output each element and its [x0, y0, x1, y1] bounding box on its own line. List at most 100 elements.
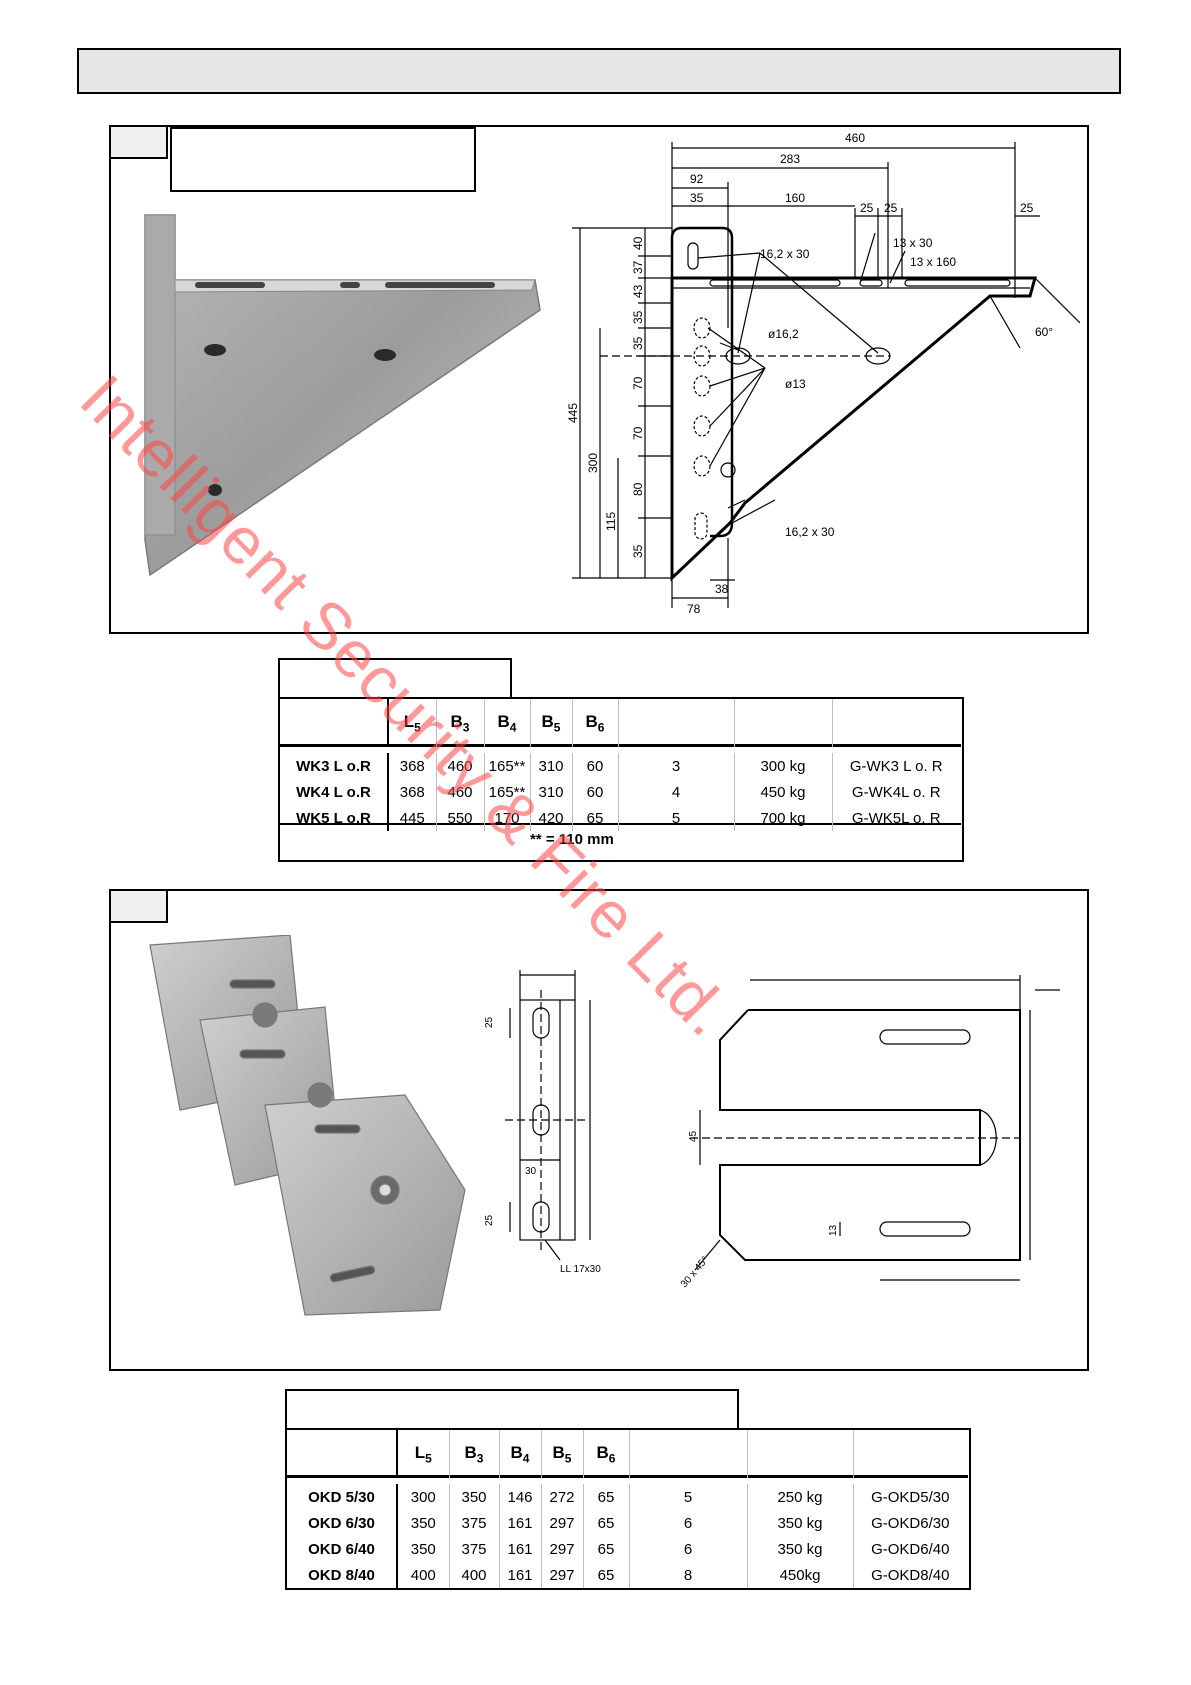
cell-b6: 65	[582, 1510, 629, 1536]
header-cell	[852, 1430, 967, 1478]
table-row: WK4 L o.R 368 460 165** 310 60 4 450 kg …	[280, 779, 960, 805]
seg-35-c: 35	[631, 544, 645, 558]
header-b6: B6	[582, 1430, 629, 1478]
dim-283: 283	[780, 152, 800, 166]
seg-80: 80	[631, 482, 645, 496]
header-cell	[746, 1430, 853, 1478]
cell-code: G-WK3 L o. R	[831, 753, 960, 779]
mounting-plate-side-drawing: 25 30 25 LL 17x30	[484, 970, 601, 1275]
cell-qty: 8	[628, 1562, 747, 1588]
table-row: OKD 8/40 400 400 161 297 65 8 450kg G-OK…	[287, 1562, 967, 1588]
header-l5: L5	[387, 699, 436, 747]
cell-model: OKD 6/40	[287, 1536, 398, 1562]
cell-load: 350 kg	[746, 1510, 853, 1536]
cell-qty: 6	[628, 1510, 747, 1536]
plate-dim-45: 45	[688, 1130, 699, 1142]
cell-b4: 165**	[483, 753, 530, 779]
cell-model: WK3 L o.R	[280, 753, 389, 779]
header-cell	[628, 1430, 747, 1478]
cell-b4: 161	[498, 1562, 541, 1588]
plate-dim-25-bottom: 25	[484, 1214, 495, 1226]
header-cell	[280, 699, 389, 747]
cell-load: 350 kg	[746, 1536, 853, 1562]
mounting-plate-photo	[149, 935, 466, 1316]
header-b4: B4	[498, 1430, 541, 1478]
cell-load: 300 kg	[733, 753, 832, 779]
cell-l5: 445	[387, 805, 436, 831]
mounting-plate-table-title-box	[285, 1389, 739, 1431]
cell-b6: 65	[582, 1484, 629, 1510]
cell-model: OKD 8/40	[287, 1562, 398, 1588]
cell-load: 700 kg	[733, 805, 832, 831]
cell-b3: 460	[435, 779, 484, 805]
cell-code: G-WK4L o. R	[831, 779, 960, 805]
cell-l5: 368	[387, 779, 436, 805]
cell-load: 250 kg	[746, 1484, 853, 1510]
table-row: OKD 5/30 300 350 146 272 65 5 250 kg G-O…	[287, 1484, 967, 1510]
cell-qty: 3	[617, 753, 734, 779]
mounting-plate-tag	[109, 889, 168, 923]
dim-78: 78	[687, 602, 701, 616]
cell-b6: 65	[582, 1536, 629, 1562]
cell-b6: 60	[571, 753, 618, 779]
cell-code: G-OKD6/30	[852, 1510, 967, 1536]
slot-16-2x30-top: 16,2 x 30	[760, 247, 810, 261]
cell-b3: 375	[448, 1510, 499, 1536]
cell-l5: 350	[396, 1536, 449, 1562]
table-row: WK3 L o.R 368 460 165** 310 60 3 300 kg …	[280, 753, 960, 779]
hole-16-2: ø16,2	[768, 327, 799, 341]
cell-b5: 297	[540, 1562, 583, 1588]
header-b6: B6	[571, 699, 618, 747]
plate-dim-25-top: 25	[484, 1016, 495, 1028]
table-row: OKD 6/40 350 375 161 297 65 6 350 kg G-O…	[287, 1536, 967, 1562]
cell-qty: 4	[617, 779, 734, 805]
cell-b6: 65	[582, 1562, 629, 1588]
header-b5: B5	[529, 699, 572, 747]
dim-25-a: 25	[860, 201, 874, 215]
wall-bracket-tag	[109, 125, 168, 159]
table-header-row: L5 B3 B4 B5 B6	[287, 1430, 967, 1478]
wall-bracket-photo	[144, 214, 541, 577]
wall-bracket-spec-table: L5 B3 B4 B5 B6 WK3 L o.R 368 460 165** 3…	[280, 699, 960, 831]
header-cell	[831, 699, 960, 747]
header-b3: B3	[435, 699, 484, 747]
cell-b5: 297	[540, 1536, 583, 1562]
mounting-plate-spec-table: L5 B3 B4 B5 B6 OKD 5/30 300 350 146 272 …	[287, 1430, 967, 1588]
seg-35-b: 35	[631, 336, 645, 350]
table-row: OKD 6/30 350 375 161 297 65 6 350 kg G-O…	[287, 1510, 967, 1536]
cell-code: G-OKD5/30	[852, 1484, 967, 1510]
cell-load: 450kg	[746, 1562, 853, 1588]
slot-13x160: 13 x 160	[910, 255, 956, 269]
cell-b4: 161	[498, 1510, 541, 1536]
cell-b3: 350	[448, 1484, 499, 1510]
dim-445: 445	[566, 403, 580, 423]
seg-70-a: 70	[631, 376, 645, 390]
wall-bracket-table-title-box	[278, 658, 512, 700]
cell-model: WK4 L o.R	[280, 779, 389, 805]
slot-16-2x30-bottom: 16,2 x 30	[785, 525, 835, 539]
cell-code: G-WK5L o. R	[831, 805, 960, 831]
cell-b6: 65	[571, 805, 618, 831]
cell-b6: 60	[571, 779, 618, 805]
dim-35-top: 35	[690, 191, 704, 205]
page-header-bar	[77, 48, 1121, 94]
cell-b5: 272	[540, 1484, 583, 1510]
cell-qty: 5	[617, 805, 734, 831]
cell-code: G-OKD8/40	[852, 1562, 967, 1588]
cell-l5: 368	[387, 753, 436, 779]
cell-b5: 297	[540, 1510, 583, 1536]
dim-115: 115	[604, 512, 618, 531]
cell-b5: 420	[529, 805, 572, 831]
hole-13: ø13	[785, 377, 806, 391]
wall-bracket-title-box	[170, 127, 476, 192]
cell-b5: 310	[529, 753, 572, 779]
plate-slot-label: LL 17x30	[560, 1264, 601, 1275]
plate-dim-13: 13	[828, 1224, 839, 1236]
dim-160: 160	[785, 191, 805, 205]
angle-60: 60°	[1035, 325, 1053, 339]
table-header-row: L5 B3 B4 B5 B6	[280, 699, 960, 747]
header-b5: B5	[540, 1430, 583, 1478]
dim-25-c: 25	[1020, 201, 1034, 215]
seg-43: 43	[631, 284, 645, 298]
cell-b4: 165**	[483, 779, 530, 805]
